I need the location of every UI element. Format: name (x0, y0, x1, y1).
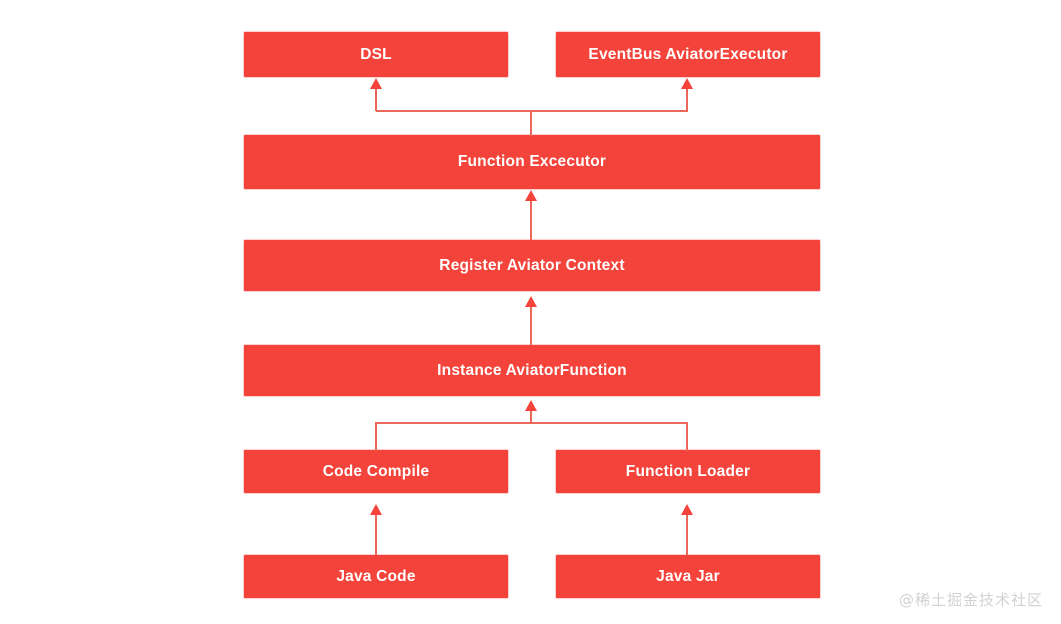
edge-merge-to-instance-arrowhead (525, 400, 537, 411)
edge-code-compile-riser (375, 423, 377, 451)
node-java-code-label: Java Code (336, 567, 416, 585)
node-java-jar[interactable]: Java Jar (556, 555, 820, 598)
node-function-loader[interactable]: Function Loader (556, 450, 820, 493)
node-instance-aviatorfunction[interactable]: Instance AviatorFunction (244, 345, 820, 396)
edge-to-dsl-stem (375, 88, 377, 111)
edge-function-excecutor-split-bar (376, 110, 688, 112)
node-function-loader-label: Function Loader (625, 462, 751, 480)
edge-java-code-to-compile-stem (375, 514, 377, 555)
edge-register-to-excecutor-arrowhead (525, 190, 537, 201)
node-code-compile-label: Code Compile (322, 462, 430, 480)
watermark: @稀土掘金技术社区 (898, 591, 1043, 609)
node-eventbus-aviatorexecutor-label: EventBus AviatorExecutor (588, 45, 788, 63)
node-register-aviator-context-label: Register Aviator Context (439, 256, 625, 274)
node-function-excecutor[interactable]: Function Excecutor (244, 135, 820, 189)
node-code-compile[interactable]: Code Compile (244, 450, 508, 493)
edge-merge-to-instance-stem (530, 410, 532, 423)
node-instance-aviatorfunction-label: Instance AviatorFunction (437, 361, 627, 379)
edge-to-eventbus-arrowhead (681, 78, 693, 89)
edge-java-code-to-compile-arrowhead (370, 504, 382, 515)
node-dsl-label: DSL (360, 45, 392, 63)
node-java-jar-label: Java Jar (656, 567, 720, 585)
edge-instance-to-register-stem (530, 306, 532, 345)
node-java-code[interactable]: Java Code (244, 555, 508, 598)
edge-function-loader-riser (686, 423, 688, 451)
edge-function-excecutor-riser (530, 110, 532, 136)
node-register-aviator-context[interactable]: Register Aviator Context (244, 240, 820, 291)
edge-to-dsl-arrowhead (370, 78, 382, 89)
edge-java-jar-to-loader-stem (686, 514, 688, 555)
edge-java-jar-to-loader-arrowhead (681, 504, 693, 515)
edge-merge-bar (375, 422, 688, 424)
edge-register-to-excecutor-stem (530, 200, 532, 240)
node-eventbus-aviatorexecutor[interactable]: EventBus AviatorExecutor (556, 32, 820, 77)
edge-to-eventbus-stem (686, 88, 688, 111)
node-function-excecutor-label: Function Excecutor (457, 153, 607, 171)
node-dsl[interactable]: DSL (244, 32, 508, 77)
edge-instance-to-register-arrowhead (525, 296, 537, 307)
